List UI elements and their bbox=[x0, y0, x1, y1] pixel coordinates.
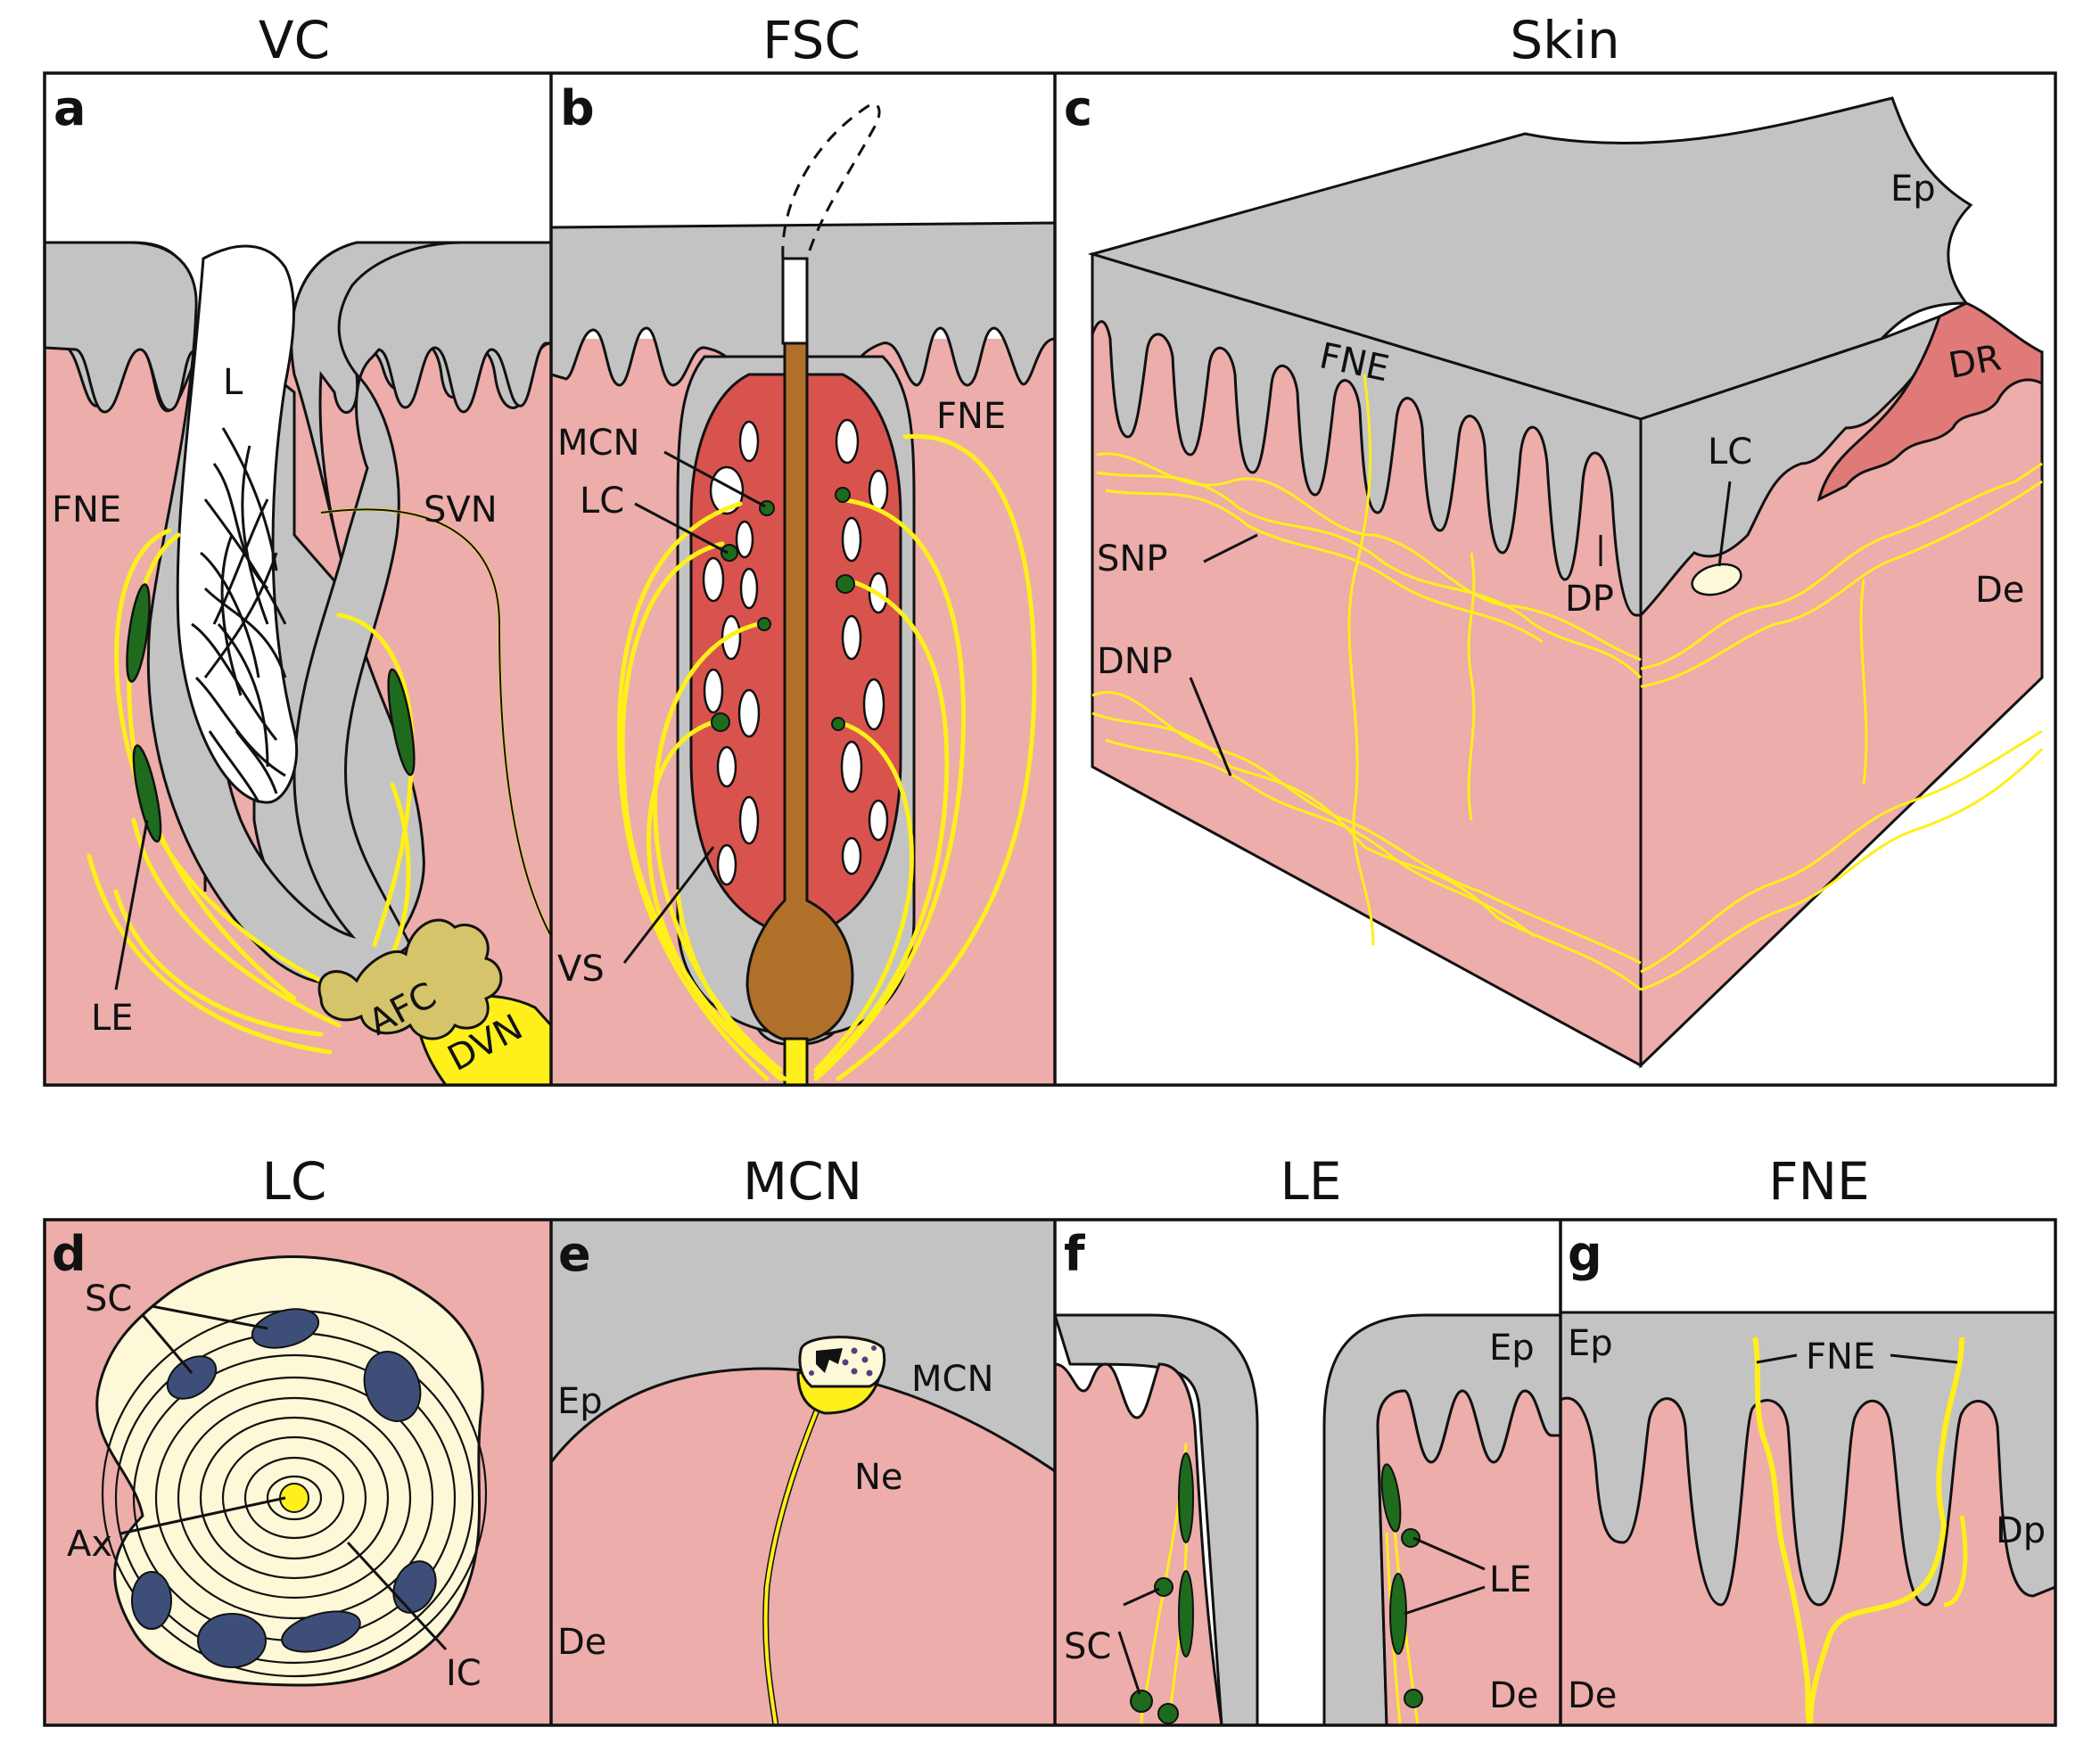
label-ep: Ep bbox=[557, 1381, 603, 1422]
label-fne: FNE bbox=[1806, 1336, 1875, 1378]
afc bbox=[317, 918, 503, 1040]
panel-letter-d: d bbox=[52, 1226, 86, 1282]
label-lumen: L bbox=[223, 362, 243, 403]
panel-c-skin-block: Ep DR FNE LC SNP DP De DNP c bbox=[1055, 73, 2055, 1085]
panel-letter-c: c bbox=[1064, 80, 1092, 136]
title-mcn: MCN bbox=[743, 1151, 862, 1212]
lanceolate-ending bbox=[387, 668, 416, 777]
panel-g-free-nerve-endings: Ep FNE Dp De g bbox=[1561, 1220, 2055, 1725]
label-lc: LC bbox=[1708, 432, 1752, 473]
label-dp: DP bbox=[1565, 579, 1614, 620]
hair-above bbox=[781, 257, 809, 345]
panel-letter-f: f bbox=[1064, 1226, 1085, 1282]
panel-letter-b: b bbox=[560, 80, 595, 136]
epidermis-front bbox=[1091, 251, 1643, 617]
panel-d-lamellar-corpuscle: SC Ax IC d bbox=[45, 1220, 551, 1725]
panel-e-merkel-cell-neurite: Ep MCN Ne De e bbox=[551, 1220, 1055, 1725]
label-dp: Dp bbox=[1996, 1510, 2046, 1551]
lamellar-corpuscle bbox=[1691, 563, 1742, 596]
whisker-hairs bbox=[191, 427, 287, 803]
label-sc: SC bbox=[85, 1279, 132, 1320]
lanceolate-ending bbox=[126, 583, 151, 683]
lanceolate-ending bbox=[132, 744, 162, 843]
label-mcn: MCN bbox=[911, 1359, 993, 1400]
label-svn: SVN bbox=[424, 489, 498, 530]
panel-letter-e: e bbox=[558, 1226, 591, 1282]
free-nerve-ending bbox=[1752, 1336, 1813, 1725]
label-mcn: MCN bbox=[557, 423, 639, 464]
merkel-cell bbox=[798, 1336, 886, 1388]
nerve-plexus-side bbox=[1640, 462, 2044, 991]
nerve-bundle bbox=[783, 1037, 809, 1085]
schwann-cells bbox=[1130, 1528, 1423, 1724]
label-dr: DR bbox=[1946, 337, 2005, 386]
label-ax: Ax bbox=[67, 1524, 112, 1565]
label-lc: LC bbox=[580, 481, 624, 522]
epidermis-side bbox=[1639, 314, 1941, 619]
label-fne: FNE bbox=[936, 396, 1006, 437]
lanceolate-endings bbox=[1178, 1452, 1407, 1657]
label-de: De bbox=[1975, 570, 2024, 611]
label-ep: Ep bbox=[1890, 169, 1936, 210]
dermis-right bbox=[1376, 1389, 1561, 1725]
label-le: LE bbox=[1489, 1559, 1532, 1600]
panel-letter-a: a bbox=[54, 80, 86, 136]
label-de: De bbox=[557, 1622, 606, 1663]
dermis bbox=[551, 1367, 1055, 1725]
label-ic: IC bbox=[446, 1653, 482, 1694]
nerve-fibers bbox=[617, 433, 1037, 1081]
panel-a-vibrissa-complex: L FNE SVN LE AFC DVN a bbox=[45, 73, 551, 1085]
label-ne: Ne bbox=[854, 1457, 903, 1498]
epidermis-top bbox=[1087, 96, 1973, 421]
dermis bbox=[1561, 1396, 2055, 1725]
nerve-plexus-front bbox=[1091, 374, 1643, 991]
label-fne: FNE bbox=[52, 489, 121, 530]
hair-shaft bbox=[745, 335, 854, 1043]
label-snp: SNP bbox=[1097, 539, 1167, 580]
title-fsc: FSC bbox=[762, 10, 861, 70]
panel-f-lanceolate-endings: Ep LE SC De f bbox=[1055, 1220, 1561, 1725]
label-sc: SC bbox=[1064, 1626, 1111, 1667]
follicle-wall-left bbox=[1055, 1313, 1259, 1725]
label-le: LE bbox=[91, 998, 134, 1039]
label-vs: VS bbox=[557, 949, 605, 990]
label-de: De bbox=[1489, 1675, 1538, 1716]
label-dnp: DNP bbox=[1097, 641, 1173, 682]
panel-b-follicle-sinus-complex: MCN LC FNE VS b bbox=[551, 73, 1055, 1085]
title-vc: VC bbox=[259, 10, 330, 70]
title-le: LE bbox=[1281, 1151, 1342, 1212]
title-fne: FNE bbox=[1768, 1151, 1869, 1212]
panel-letter-g: g bbox=[1568, 1226, 1602, 1282]
label-de: De bbox=[1568, 1675, 1617, 1716]
label-ep: Ep bbox=[1568, 1323, 1613, 1364]
panel-frames bbox=[43, 71, 2057, 1727]
title-skin: Skin bbox=[1510, 10, 1619, 70]
dermal-ridge bbox=[1816, 301, 2044, 502]
title-lc: LC bbox=[262, 1151, 327, 1212]
label-ep: Ep bbox=[1489, 1328, 1535, 1369]
